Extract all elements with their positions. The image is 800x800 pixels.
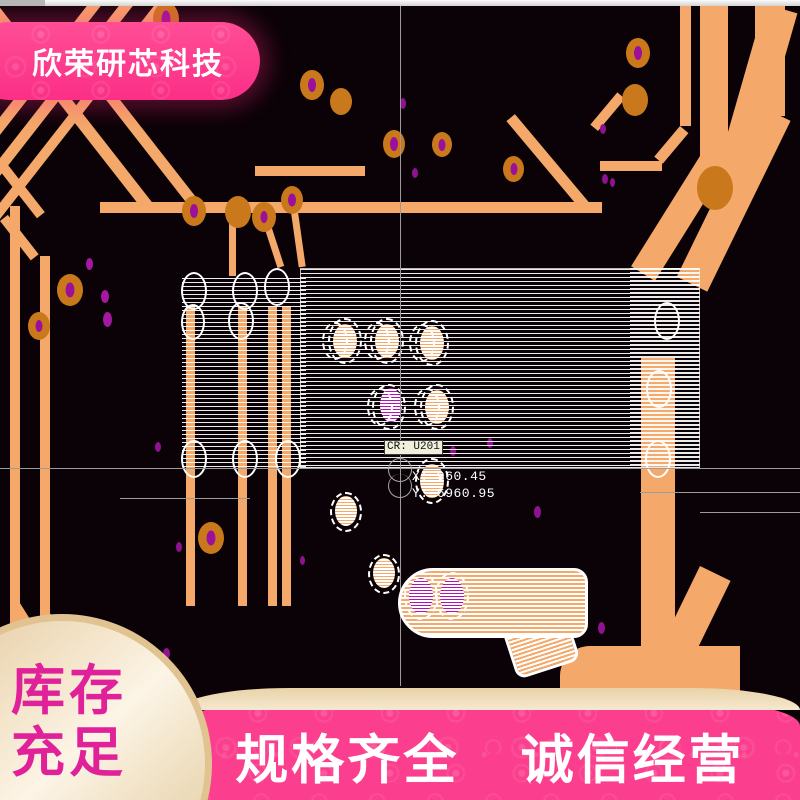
stock-circle-line1: 库存 [11, 661, 127, 721]
via-dot [86, 258, 93, 270]
via-dot [101, 290, 109, 303]
via-hole [390, 137, 398, 151]
pad-via [383, 130, 405, 158]
coordinate-x-readout: X: 960.45 [412, 469, 487, 484]
via-hole [260, 211, 268, 223]
trace-left-edge-vertical-2 [10, 206, 20, 626]
pad-via [281, 186, 303, 214]
bottom-banner: 规格齐全 诚信经营 [180, 688, 800, 800]
trace-top-right-chevron-h [352, 202, 602, 213]
pad-via [57, 274, 83, 306]
via-hole [65, 282, 75, 298]
stock-circle-badge: 库存 充足 [0, 614, 212, 800]
highlight-via-outline[interactable] [654, 302, 680, 340]
crosshair-lower-arc [388, 474, 412, 498]
pad-plain [330, 88, 352, 115]
bottom-banner-left-text: 规格齐全 [235, 731, 460, 790]
highlight-pad-outline[interactable] [367, 388, 393, 426]
brand-badge-text: 欣荣研芯科技 [32, 48, 224, 81]
highlight-pad-outline[interactable] [414, 388, 440, 426]
via-dot [103, 312, 112, 327]
trace-top-right-up-1 [680, 6, 691, 126]
highlight-via-outline[interactable] [646, 370, 672, 408]
selected-component-pad-outline-2[interactable] [435, 572, 469, 620]
via-dot [598, 622, 605, 634]
pad-via [432, 132, 452, 157]
via-hole [206, 530, 216, 546]
trace-left-edge-vertical-4 [40, 256, 50, 636]
highlight-via-outline[interactable] [275, 440, 301, 478]
highlight-pad-outline[interactable] [409, 324, 435, 362]
via-hole [438, 138, 446, 151]
pad-plain [225, 196, 251, 228]
pad-via [198, 522, 224, 554]
pad-via [182, 196, 206, 226]
pad-via [28, 312, 50, 340]
highlight-via-outline[interactable] [645, 440, 671, 478]
via-dot [602, 174, 608, 184]
brand-badge: 欣荣研芯科技 [0, 22, 260, 100]
via-dot [534, 506, 541, 518]
highlight-pad-outline[interactable] [330, 492, 362, 532]
bottom-banner-fill [180, 700, 800, 800]
trace-top-right-diag-up [654, 126, 689, 164]
highlight-via-outline[interactable] [232, 440, 258, 478]
trace-top-center-horizontal [255, 166, 365, 176]
trace-right-mid-chevron-d [590, 92, 625, 131]
via-hole [308, 78, 316, 92]
via-dot [155, 442, 161, 452]
via-dot [300, 556, 305, 565]
bottom-banner-text: 规格齐全 诚信经营 [180, 718, 800, 794]
highlight-via-outline[interactable] [264, 268, 290, 306]
pad-via [626, 38, 650, 68]
highlight-via-outline[interactable] [228, 302, 254, 340]
via-dot [610, 178, 615, 187]
via-hole [634, 46, 642, 60]
via-hole [510, 163, 517, 175]
highlight-via-outline[interactable] [181, 304, 205, 340]
pad-large [697, 166, 733, 210]
highlight-via-outline[interactable] [181, 440, 207, 478]
coordinate-y-readout: Y: 6960.95 [412, 486, 496, 501]
bottom-banner-gold-edge [180, 688, 800, 710]
via-hole [35, 320, 43, 332]
via-dot [412, 168, 418, 178]
via-dot [400, 98, 406, 109]
stock-circle-line2: 充足 [11, 723, 127, 783]
highlight-pad-outline[interactable] [368, 554, 400, 594]
measure-line-left [120, 498, 250, 499]
stock-circle-text: 库存 充足 [0, 660, 164, 784]
via-hole [161, 10, 171, 28]
highlight-pad-outline[interactable] [364, 322, 390, 360]
trace-stub-1 [229, 206, 236, 276]
hatch-overlay-right-trace [630, 268, 700, 468]
via-hole [190, 204, 198, 218]
via-hole [288, 193, 296, 207]
measure-line-right [640, 492, 800, 493]
via-dot [163, 648, 170, 659]
measure-line-right-2 [700, 512, 800, 513]
pad-plain [622, 84, 648, 116]
trace-right-mid-chevron-h [600, 161, 662, 171]
horizontal-scrollbar[interactable] [0, 0, 800, 6]
highlight-pad-outline[interactable] [415, 458, 449, 504]
bottom-banner-right-text: 诚信经营 [520, 731, 745, 790]
via-dot [176, 542, 182, 552]
via-dot [600, 124, 606, 134]
pad-via [503, 156, 524, 182]
scrollbar-thumb[interactable] [0, 0, 45, 6]
selected-component-pad-outline-1[interactable] [404, 572, 438, 620]
pad-via [300, 70, 324, 100]
pad-plain [252, 202, 276, 232]
component-designator-label[interactable]: CR: U201 [384, 440, 443, 455]
hatch-fill [630, 268, 700, 468]
highlight-pad-outline[interactable] [322, 322, 348, 360]
crosshair-vertical-line [400, 6, 401, 686]
